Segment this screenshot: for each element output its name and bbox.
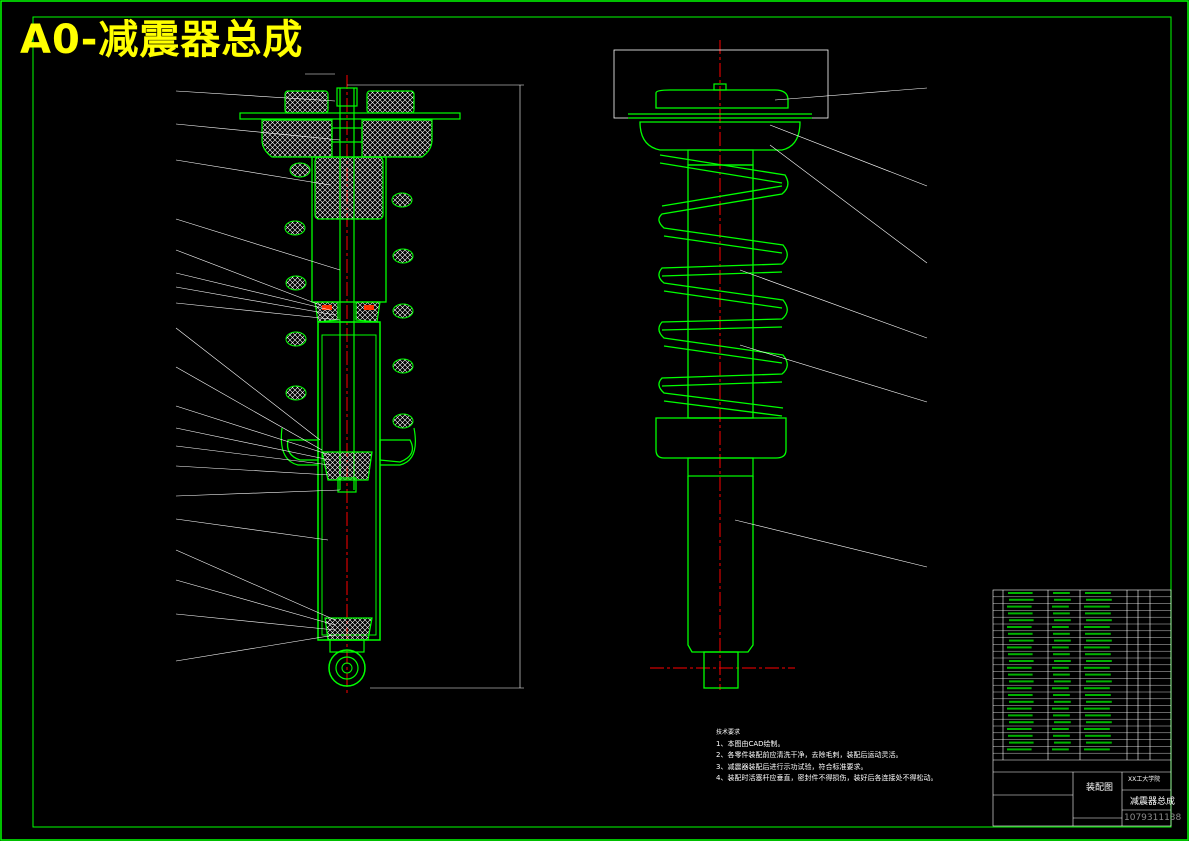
technical-note-item: 1、本图由CAD绘制。 — [716, 739, 785, 748]
parts-cell-mark — [1084, 646, 1110, 649]
parts-cell-mark — [1085, 653, 1111, 656]
right-leader-lines — [734, 87, 928, 568]
parts-cell-mark — [1085, 632, 1111, 635]
parts-cell-mark — [1008, 694, 1033, 696]
parts-cell-mark — [1054, 721, 1071, 724]
parts-cell-mark — [1052, 605, 1069, 608]
parts-cell-mark — [1008, 612, 1033, 615]
parts-cell-mark — [1007, 666, 1032, 669]
parts-cell-mark — [1084, 707, 1110, 710]
left-leader-lines — [175, 90, 341, 662]
school-name: XX工大学院 — [1128, 776, 1161, 783]
parts-cell-mark — [1086, 660, 1112, 662]
parts-cell-mark — [1085, 592, 1111, 594]
parts-cell-mark — [1053, 592, 1070, 594]
technical-note-item: 3、减震器装配后进行示功试验，符合标准要求。 — [716, 762, 868, 771]
parts-cell-mark — [1084, 626, 1110, 628]
parts-cell-mark — [1085, 673, 1111, 676]
parts-cell-mark — [1052, 748, 1069, 751]
parts-cell-mark — [1086, 680, 1112, 683]
parts-list-rows — [993, 596, 1171, 754]
parts-cell-mark — [1008, 592, 1033, 594]
parts-cell-mark — [1085, 612, 1111, 615]
parts-cell-mark — [1053, 734, 1070, 737]
parts-cell-mark — [1009, 721, 1034, 724]
parts-cell-mark — [1085, 694, 1111, 696]
technical-notes-heading: 技术要求 — [716, 729, 741, 736]
parts-cell-mark — [1007, 646, 1032, 649]
parts-cell-mark — [1008, 632, 1033, 635]
parts-cell-mark — [1052, 666, 1069, 669]
inner-frame — [32, 16, 1172, 828]
parts-cell-mark — [1054, 639, 1071, 642]
parts-cell-mark — [1053, 632, 1070, 635]
parts-cell-mark — [1053, 653, 1070, 656]
parts-cell-mark — [1008, 714, 1033, 717]
parts-cell-mark — [1085, 714, 1111, 717]
parts-cell-mark — [1084, 605, 1110, 608]
parts-cell-mark — [1007, 605, 1032, 608]
watermark-qq: 1079311138 — [1124, 813, 1182, 823]
parts-cell-mark — [1009, 680, 1034, 683]
parts-cell-mark — [1085, 734, 1111, 737]
drawing-title: A0-减震器总成 — [20, 17, 304, 63]
drawing-name: 减震器总成 — [1130, 797, 1176, 807]
parts-cell-mark — [1054, 700, 1071, 703]
parts-cell-mark — [1084, 687, 1110, 690]
parts-cell-mark — [1007, 728, 1032, 730]
parts-cell-mark — [1052, 646, 1069, 649]
parts-cell-mark — [1007, 687, 1032, 690]
right-external-view — [613, 40, 829, 690]
parts-cell-mark — [1009, 741, 1034, 744]
technical-note-item: 4、装配时活塞杆应垂直，密封件不得损伤，装好后各连接处不得松动。 — [716, 774, 938, 782]
parts-cell-mark — [1054, 619, 1071, 622]
parts-cell-mark — [1007, 626, 1032, 628]
parts-cell-mark — [1053, 694, 1070, 696]
parts-cell-mark — [1086, 619, 1112, 622]
parts-cell-mark — [1086, 721, 1112, 724]
parts-cell-mark — [1054, 598, 1071, 601]
parts-cell-mark — [1052, 728, 1069, 730]
parts-cell-mark — [1086, 700, 1112, 703]
parts-cell-mark — [1007, 707, 1032, 710]
parts-cell-mark — [1008, 673, 1033, 676]
parts-cell-mark — [1086, 639, 1112, 642]
parts-cell-mark — [1054, 660, 1071, 662]
parts-cell-mark — [1008, 653, 1033, 656]
parts-list-cells — [1007, 592, 1112, 751]
parts-cell-mark — [1009, 598, 1034, 601]
left-section-view — [239, 73, 524, 695]
parts-cell-mark — [1009, 700, 1034, 703]
technical-note-item: 2、各零件装配前应清洗干净，去除毛刺，装配后运动灵活。 — [716, 751, 903, 759]
parts-cell-mark — [1054, 680, 1071, 683]
parts-cell-mark — [1084, 666, 1110, 669]
view-label: 装配图 — [1086, 783, 1114, 793]
parts-cell-mark — [1007, 748, 1032, 751]
parts-cell-mark — [1053, 714, 1070, 717]
parts-cell-mark — [1052, 687, 1069, 690]
parts-cell-mark — [1053, 673, 1070, 676]
parts-list — [992, 589, 1172, 827]
technical-notes: 技术要求 1、本图由CAD绘制。 2、各零件装配前应清洗干净，去除毛刺，装配后运… — [716, 727, 937, 785]
parts-cell-mark — [1009, 660, 1034, 662]
parts-cell-mark — [1086, 741, 1112, 744]
parts-cell-mark — [1054, 741, 1071, 744]
parts-cell-mark — [1052, 626, 1069, 628]
parts-cell-mark — [1052, 707, 1069, 710]
parts-cell-mark — [1008, 734, 1033, 737]
parts-cell-mark — [1053, 612, 1070, 615]
parts-cell-mark — [1084, 728, 1110, 730]
parts-cell-mark — [1009, 639, 1034, 642]
parts-cell-mark — [1009, 619, 1034, 622]
parts-cell-mark — [1084, 748, 1110, 751]
parts-cell-mark — [1086, 598, 1112, 601]
